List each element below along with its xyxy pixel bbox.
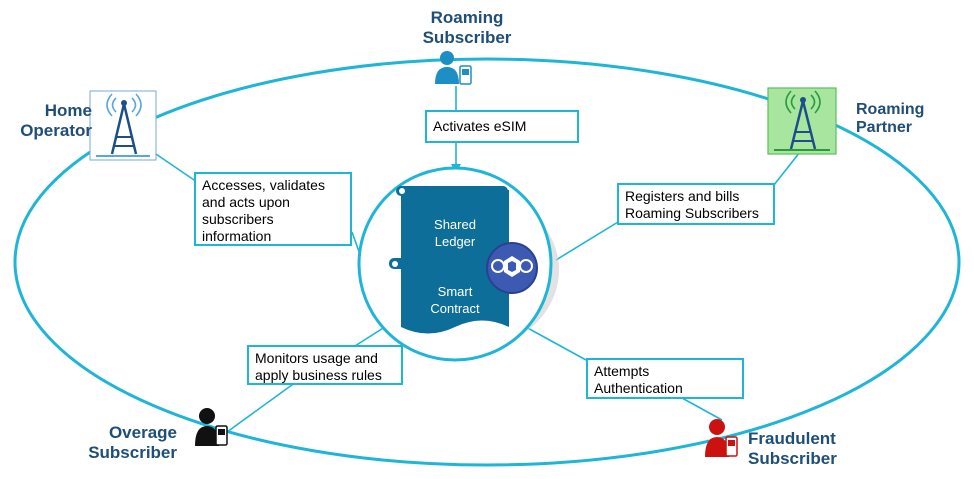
monitors-line-1: Monitors usage and [255, 350, 378, 366]
overage-subscriber-label: Overage Subscriber [72, 423, 177, 463]
roaming-partner-line2: Partner [856, 119, 913, 136]
home-operator-line2: Operator [20, 121, 92, 140]
roaming-subscriber-line1: Roaming [430, 8, 504, 27]
accesses-line-4: information [202, 228, 272, 244]
accesses-line-1: Accesses, validates [202, 177, 325, 193]
roaming-subscriber-line2: Subscriber [422, 28, 512, 47]
activates-esim-text: Activates eSIM [433, 118, 527, 134]
shared-ledger-line-1: Shared [434, 217, 476, 232]
shared-ledger-line-2: Ledger [434, 234, 476, 249]
shared-ledger-label: Shared Ledger [412, 216, 498, 250]
smart-contract-line-1: Smart [437, 284, 473, 299]
roaming-subscriber-label: Roaming Subscriber [412, 8, 522, 48]
home-operator-tower-icon [89, 90, 157, 161]
roaming-partner-line1: Roaming [856, 101, 925, 118]
ecosystem-ring [13, 57, 961, 467]
overage-subscriber-person-icon [195, 408, 228, 446]
monitors-line-2: apply business rules [255, 367, 382, 383]
roaming-partner-tower-icon [767, 87, 837, 155]
fraudulent-subscriber-label: Fraudulent Subscriber [748, 429, 858, 469]
activates-esim-box: Activates eSIM [425, 110, 579, 143]
blockchain-icon [486, 242, 538, 294]
roaming-subscriber-person-icon [435, 51, 472, 85]
fraudulent-subscriber-line1: Fraudulent [748, 429, 836, 448]
fraudulent-subscriber-line2: Subscriber [748, 449, 837, 468]
ledger-scroll [389, 186, 509, 334]
attempts-line-1: Attempts [594, 363, 650, 379]
overage-subscriber-line1: Overage [108, 423, 177, 442]
registers-line-1: Registers and bills [625, 188, 740, 204]
monitors-box: Monitors usage and apply business rules [247, 345, 403, 385]
home-operator-line1: Home [44, 101, 92, 120]
roaming-partner-label: Roaming Partner [856, 101, 956, 137]
attempts-box: Attempts Authentication [586, 358, 744, 399]
accesses-line-3: subscribers [202, 211, 274, 227]
home-operator-label: Home Operator [10, 101, 92, 141]
attempts-line-2: Authentication [594, 380, 683, 396]
overage-subscriber-line2: Subscriber [88, 443, 177, 462]
registers-line-2: Roaming Subscribers [625, 205, 759, 221]
smart-contract-line-2: Contract [430, 301, 480, 316]
accesses-box: Accesses, validates and acts upon subscr… [194, 172, 352, 246]
smart-contract-label: Smart Contract [412, 283, 498, 317]
fraudulent-subscriber-person-icon [705, 419, 738, 457]
registers-box: Registers and bills Roaming Subscribers [617, 183, 775, 225]
accesses-line-2: and acts upon [202, 194, 290, 210]
